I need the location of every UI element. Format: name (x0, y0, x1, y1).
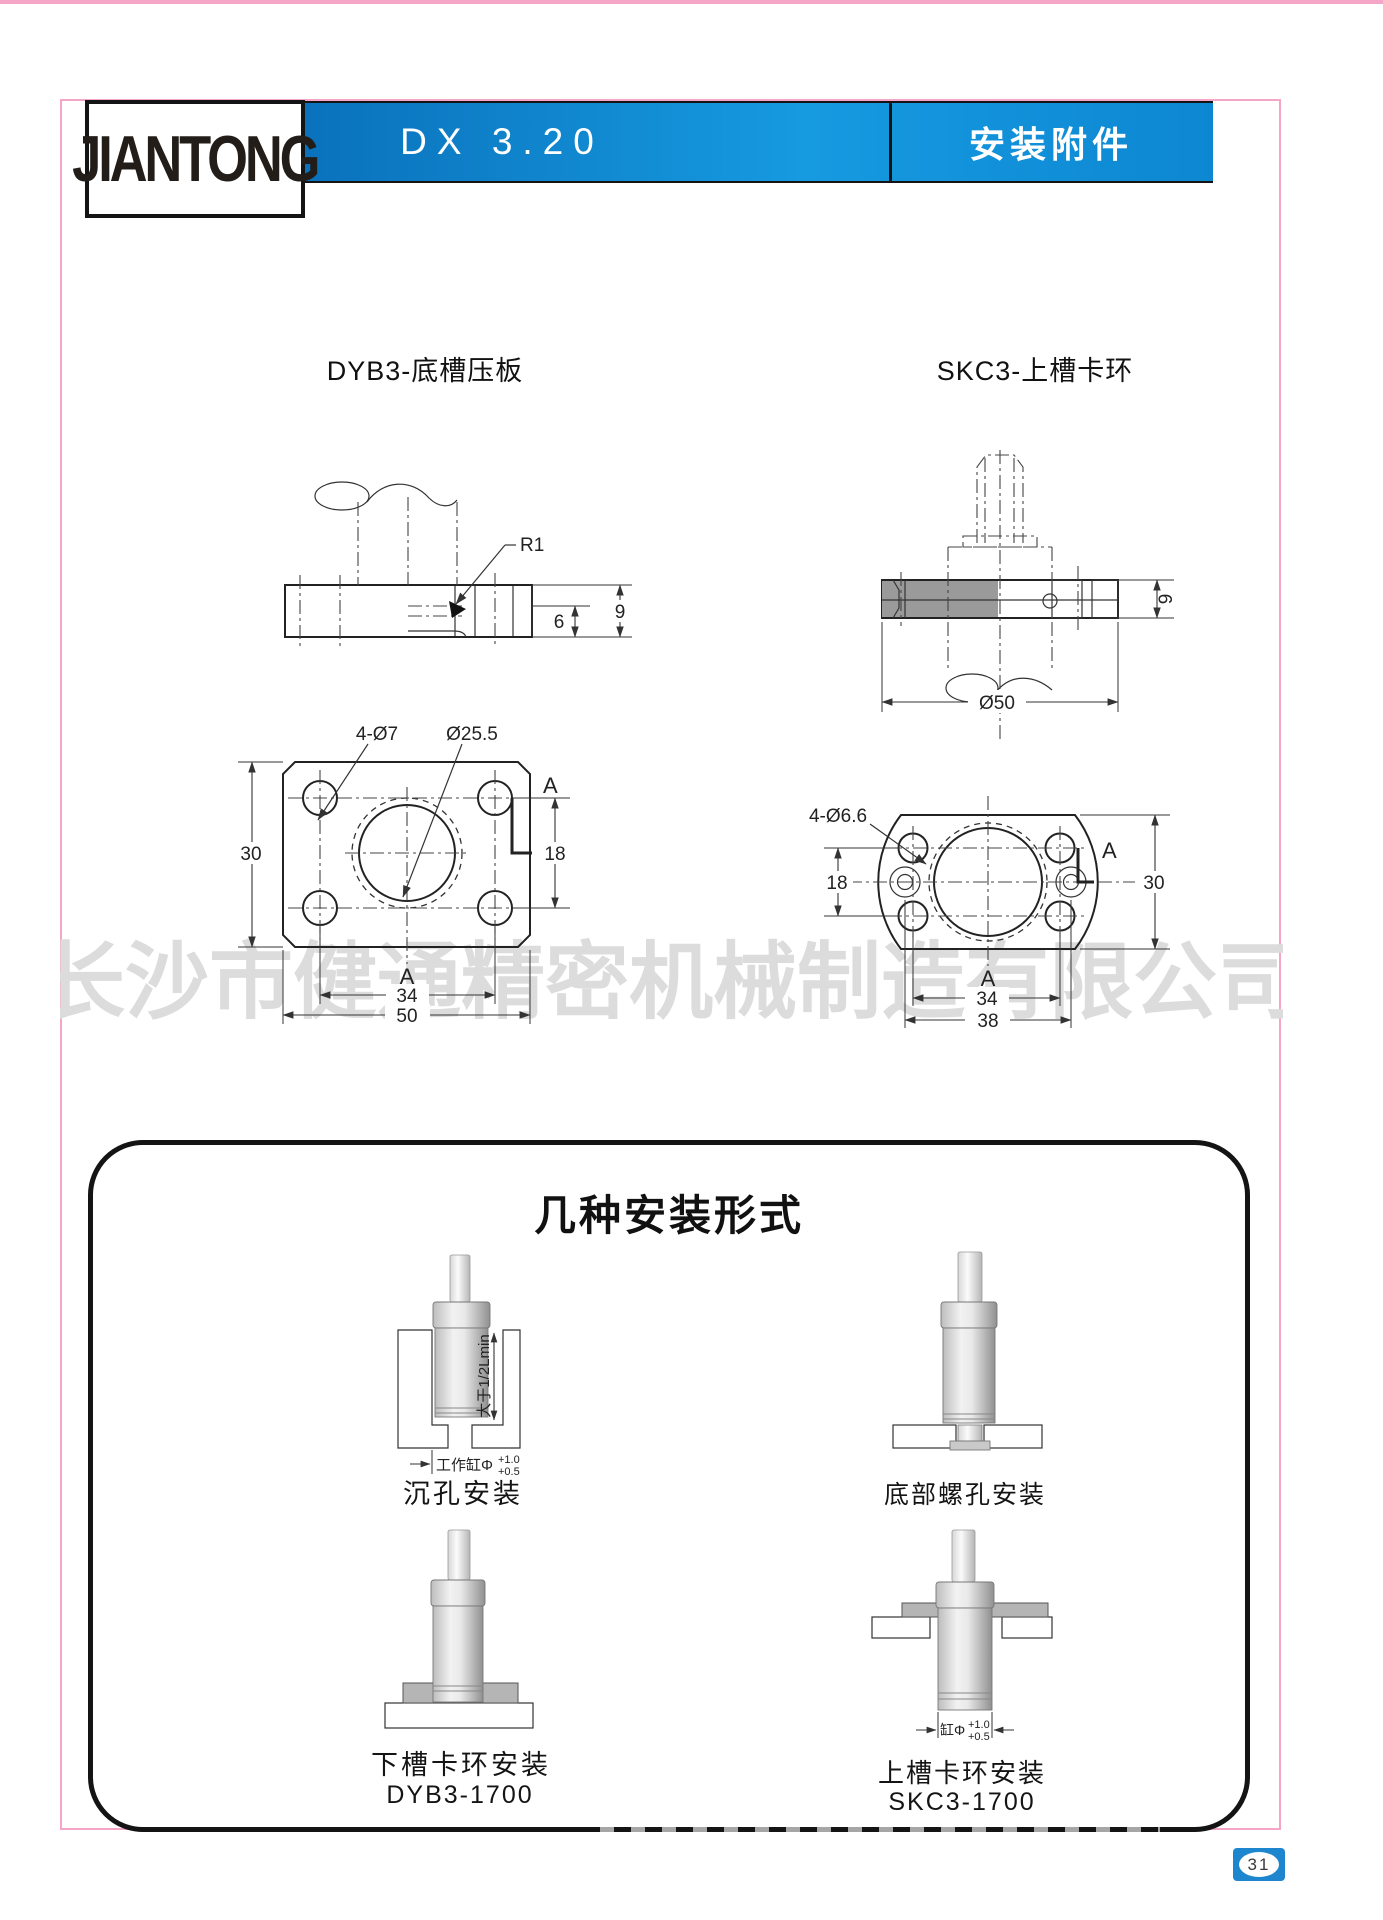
mounting-title: 几种安装形式 (534, 1192, 804, 1239)
dim-ring-thickness: 9 (1156, 594, 1177, 605)
dim-hole-spacing-v: 18 (544, 844, 565, 865)
dyb3-section-view: R1 6 9 (284, 481, 632, 647)
dim-bore: Ø25.5 (446, 724, 498, 745)
section-label-bottom-right: A (981, 966, 996, 991)
dim-thickness: 9 (615, 602, 626, 623)
fig4-tol-lower: +0.5 (968, 1731, 990, 1743)
left-drawing-title: DYB3-底槽压板 (327, 356, 524, 386)
dim-height: 30 (240, 844, 261, 865)
fig4-model: SKC3-1700 (888, 1788, 1035, 1816)
dim-hole-spacing-h: 34 (396, 986, 418, 1007)
fig-bottom-thread-mounting: 底部螺孔安装 (884, 1251, 1046, 1509)
fig1-tol-lower: +0.5 (498, 1466, 520, 1478)
section-label-top: A (543, 773, 558, 798)
right-drawing-title: SKC3-上槽卡环 (937, 356, 1134, 386)
dim-ring-height: 30 (1143, 873, 1164, 894)
dim-ring-spacing-v: 18 (826, 873, 847, 894)
header-section-cell: 安装附件 (892, 103, 1210, 181)
mounting-figures: 几种安装形式 大于1/2Lmin 工作缸Φ +1.0 +0.5 沉孔安装 (371, 1192, 1053, 1816)
fig-counterbore-mounting: 大于1/2Lmin 工作缸Φ +1.0 +0.5 沉孔安装 (397, 1254, 523, 1509)
brand-logo-box: JIANTONG (72, 100, 321, 218)
fig3-model: DYB3-1700 (386, 1781, 533, 1809)
dim-outer-dia: Ø50 (979, 693, 1015, 714)
model-number: DX 3.20 (400, 121, 604, 162)
fig2-caption: 底部螺孔安装 (884, 1481, 1046, 1509)
section-label-bottom: A (400, 964, 415, 989)
technical-drawings: DYB3-底槽压板 SKC3-上槽卡环 R1 (60, 356, 1283, 1032)
page-number-badge: 31 (1233, 1848, 1285, 1881)
skc3-section-view: 9 Ø50 (881, 450, 1177, 742)
fig1-tol-upper: +1.0 (498, 1454, 520, 1466)
dim-depth: 6 (554, 612, 565, 633)
fig3-caption: 下槽卡环安装 (371, 1750, 551, 1780)
dim-bolt-holes: 4-Ø7 (356, 724, 398, 745)
page-top-border (0, 0, 1383, 4)
fig4-bore-note: 缸Φ (940, 1722, 965, 1738)
section-label-top-right: A (1102, 838, 1117, 863)
fig1-depth-note: 大于1/2Lmin (476, 1334, 493, 1417)
dim-ring-holes: 4-Ø6.6 (809, 806, 867, 827)
company-watermark: 长沙市健通精密机械制造有限公司 (60, 935, 1283, 1029)
dim-width: 50 (396, 1006, 417, 1027)
page-number-oval: 31 (1239, 1852, 1279, 1877)
fig4-caption: 上槽卡环安装 (878, 1758, 1046, 1788)
fig-lower-clamp-mounting: 下槽卡环安装 DYB3-1700 (371, 1529, 551, 1809)
fig4-tol-upper: +1.0 (968, 1719, 990, 1731)
skc3-front-view: 4-Ø6.6 A A 18 30 34 38 (809, 796, 1170, 1032)
header-model-cell: DX 3.20 (305, 103, 892, 181)
header-bar: DX 3.20 安装附件 (305, 101, 1213, 183)
fig1-bore-note: 工作缸Φ (436, 1456, 493, 1474)
dim-fillet: R1 (520, 535, 544, 556)
fig1-caption: 沉孔安装 (403, 1479, 523, 1509)
dim-ring-dia: 38 (977, 1011, 998, 1032)
fig-upper-clamp-mounting: 缸Φ +1.0 +0.5 上槽卡环安装 SKC3-1700 (871, 1529, 1053, 1816)
footer-ghost-watermark (600, 1822, 1160, 1838)
dim-ring-spacing-h: 34 (976, 989, 998, 1010)
page-number: 31 (1247, 1854, 1271, 1874)
brand-logo-text: JIANTONG (72, 122, 320, 196)
section-title: 安装附件 (968, 124, 1133, 165)
dyb3-front-view: 4-Ø7 Ø25.5 A A 30 18 34 5 (236, 724, 570, 1027)
mounting-styles-box: 几种安装形式 大于1/2Lmin 工作缸Φ +1.0 +0.5 沉孔安装 (88, 1140, 1250, 1832)
